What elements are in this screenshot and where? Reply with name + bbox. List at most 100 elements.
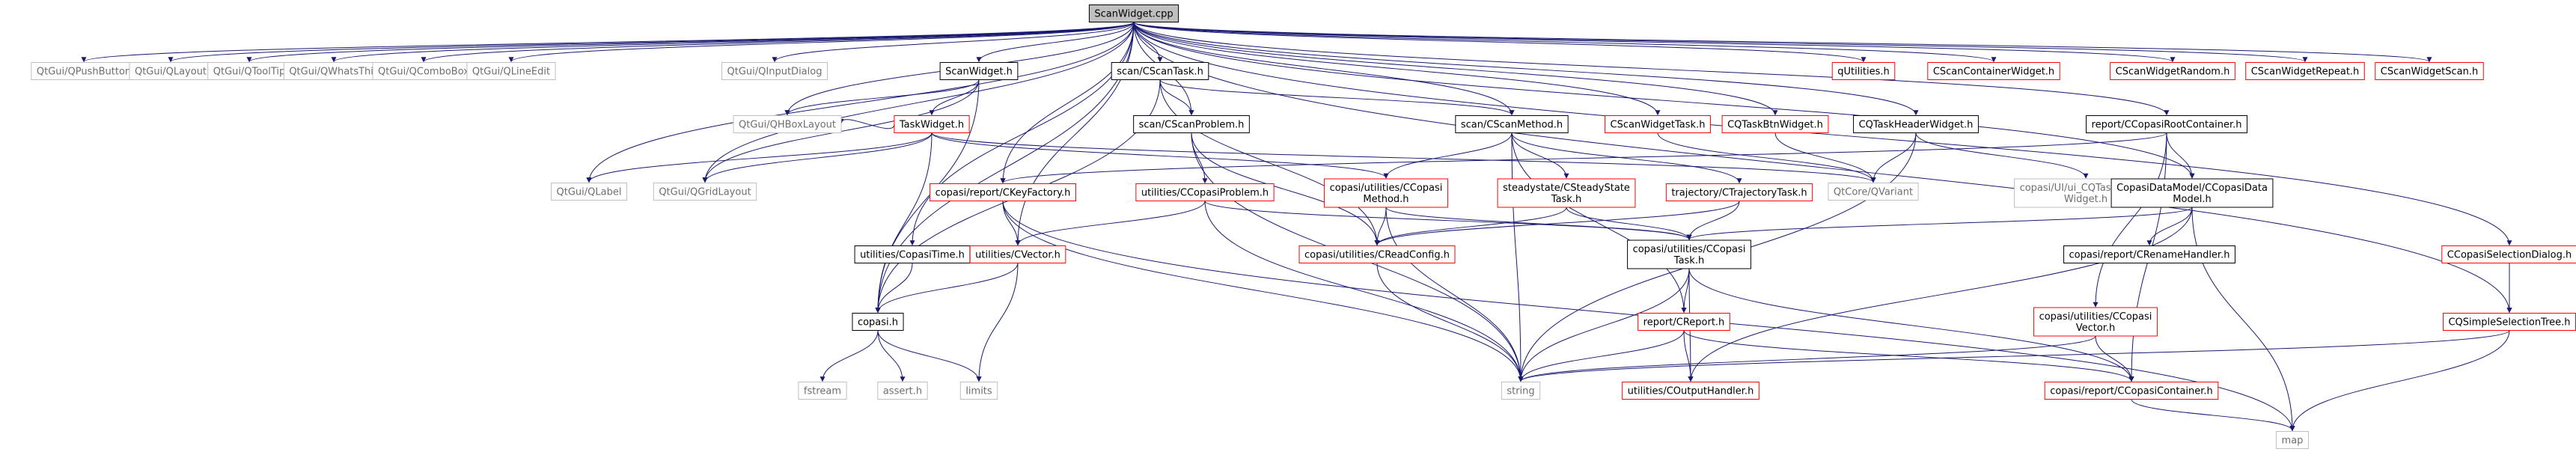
node-box [1831,62,1896,80]
node-box [894,115,970,133]
node-box [2086,115,2247,133]
edge-root-to-copasitime [909,22,1135,246]
edge-root-to-cscanwidgetrandom [1133,22,2176,63]
node-map: map [2276,431,2309,449]
node-cscanwidgetrepeat[interactable]: CScanWidgetRepeat.h [2245,62,2365,80]
node-qhboxlayout: QtGui/QHBoxLayout [733,115,842,133]
edge-scan-cscanmethod-to-creport [1511,132,1687,314]
node-cscanwidgetscan[interactable]: CScanWidgetScan.h [2375,62,2484,80]
node-cqsimpleselectiontree[interactable]: CQSimpleSelectionTree.h [2442,313,2576,331]
node-creport[interactable]: report/CReport.h [1638,313,1730,331]
node-label: scan/CScanTask.h [1117,67,1203,78]
node-label: utilities/COutputHandler.h [1628,386,1754,397]
edge-root-to-qgridlayout [702,22,1135,183]
node-box [1497,178,1636,208]
node-label: ScanWidget.cpp [1094,9,1173,20]
node-cvector[interactable]: utilities/CVector.h [969,245,1066,263]
edge-ctrajectorytask-to-creadconfig [1374,201,1740,246]
node-ccopasirootcontainer[interactable]: report/CCopasiRootContainer.h [2086,115,2247,133]
node-box [939,62,1019,80]
node-box [733,115,842,133]
node-box [2044,382,2219,400]
node-limits: limits [959,382,998,400]
node-box [1605,115,1711,133]
node-label: utilities/CCopasiProblem.h [1141,188,1269,199]
node-label: CScanWidgetScan.h [2381,67,2478,78]
node-cqtaskbtnwidget[interactable]: CQTaskBtnWidget.h [1721,115,1829,133]
node-qlabel: QtGui/QLabel [551,183,627,201]
edge-root-to-qwhatsthis [331,22,1135,63]
node-box [1627,239,1751,269]
node-label: copasi/utilities/CCopasi [2039,311,2152,323]
edge-ckeyfactory-to-cvector [1002,201,1021,246]
node-box [1298,245,1456,263]
node-creadconfig[interactable]: copasi/utilities/CReadConfig.h [1298,245,1456,263]
node-label: limits [965,386,992,397]
edge-ccopasiproblem-to-string [1204,201,1524,382]
node-box [2063,245,2235,263]
node-qutilities[interactable]: qUtilities.h [1831,62,1896,80]
edge-cqtaskheaderwidget-to-qvariant [1870,132,1917,183]
node-ccopasiselectiondialog[interactable]: CCopasiSelectionDialog.h [2441,245,2576,263]
edge-scan-cscanmethod-to-string [1511,132,1524,382]
node-taskwidget[interactable]: TaskWidget.h [894,115,970,133]
edge-ccopasidatamodel-to-coutputhandler [1688,207,2193,382]
node-copasitime[interactable]: utilities/CopasiTime.h [854,245,971,263]
edge-taskwidget-to-qlabel [586,132,933,183]
node-label: report/CReport.h [1643,317,1725,329]
edge-scanwidget-h-to-qhboxlayout [784,79,980,116]
node-copasi-h[interactable]: copasi.h [852,313,904,331]
node-label: CScanWidgetRepeat.h [2251,67,2360,78]
node-box [2033,307,2158,337]
edge-ccopasimethod-to-ccopasitask [1385,207,1692,240]
node-cscanwidgettask[interactable]: CScanWidgetTask.h [1605,115,1711,133]
edge-root-to-qtooltip [246,22,1135,63]
node-string: string [1501,382,1541,400]
node-label: CCopasiSelectionDialog.h [2447,250,2572,261]
edge-ctrajectorytask-to-ccopasitask [1686,201,1740,240]
node-box [798,382,847,400]
node-box [1853,115,1979,133]
edge-root-to-qcombobox [421,22,1135,63]
node-ckeyfactory[interactable]: copasi/report/CKeyFactory.h [930,183,1076,201]
edge-creport-to-coutputhandler [1683,330,1694,382]
node-crenamehandler[interactable]: copasi/report/CRenameHandler.h [2063,245,2235,263]
node-label: copasi/utilities/CCopasi [1633,244,1746,255]
edge-scanwidget-h-to-qgridlayout [702,79,980,183]
node-scan-cscantask[interactable]: scan/CScanTask.h [1111,62,1209,80]
edge-root-to-cqtaskbtnwidget [1133,22,1778,116]
node-qlayout: QtGui/QLayout [129,62,213,80]
node-cqtaskheaderwidget[interactable]: CQTaskHeaderWidget.h [1853,115,1979,133]
edge-creadconfig-to-string [1376,263,1524,382]
node-ccopasiproblem[interactable]: utilities/CCopasiProblem.h [1135,183,1275,201]
node-label: Vector.h [2076,323,2116,334]
edge-taskwidget-to-qhboxlayout [838,118,895,129]
edge-ccopasimethod-to-string [1385,207,1524,382]
node-label: utilities/CopasiTime.h [860,250,965,261]
edge-taskwidget-to-qvariant [931,132,1876,183]
node-label: CScanContainerWidget.h [1933,67,2054,78]
node-box [2276,431,2309,449]
node-scan-cscanproblem[interactable]: scan/CScanProblem.h [1133,115,1250,133]
node-ccopasicontainer[interactable]: copasi/report/CCopasiContainer.h [2044,382,2219,400]
node-label: Model.h [2173,194,2211,205]
node-coutputhandler[interactable]: utilities/COutputHandler.h [1622,382,1759,400]
node-scan-cscanmethod[interactable]: scan/CScanMethod.h [1455,115,1569,133]
edge-scan-cscanmethod-to-ctrajectorytask [1511,132,1742,184]
node-box [466,62,556,80]
node-label: QtGui/QInputDialog [727,67,822,78]
edge-layer [81,22,2512,432]
node-label: utilities/CVector.h [975,250,1060,261]
node-cscanwidgetrandom[interactable]: CScanWidgetRandom.h [2110,62,2235,80]
node-box [653,183,757,201]
edge-ccopasidatamodel-to-crenamehandler [2146,207,2193,246]
node-ctrajectorytask[interactable]: trajectory/CTrajectoryTask.h [1665,183,1813,201]
node-root[interactable]: ScanWidget.cpp [1088,4,1179,22]
node-scanwidget-h[interactable]: ScanWidget.h [939,62,1019,80]
node-cscancontainerwidget[interactable]: CScanContainerWidget.h [1927,62,2060,80]
